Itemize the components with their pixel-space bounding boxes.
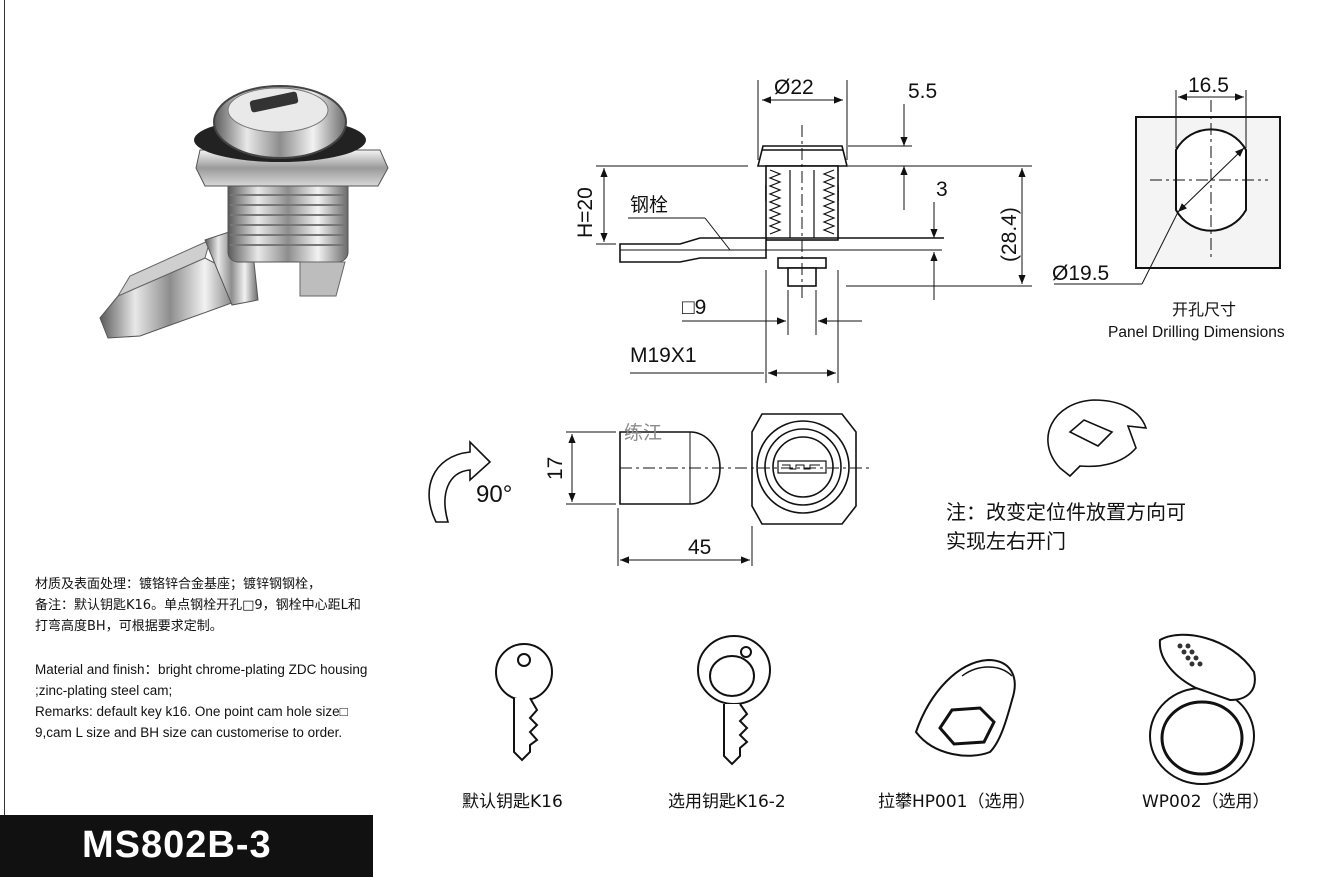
side-view-drawing bbox=[619, 125, 944, 300]
panel-drilling-caption: 开孔尺寸 Panel Drilling Dimensions bbox=[1108, 296, 1319, 342]
panel-drilling-labels: 16.5 Ø19.5 bbox=[1052, 74, 1229, 285]
dim-thread-m19: M19X1 bbox=[630, 344, 697, 367]
dim-square-9: □9 bbox=[682, 296, 706, 319]
panel-drilling-drawing bbox=[1054, 90, 1281, 285]
rotation-90-label: 90° bbox=[476, 481, 512, 508]
spec-cn-line-3: 打弯高度BH，可根据要求定制。 bbox=[35, 619, 223, 634]
side-view-labels: Ø22 5.5 H=20 钢栓 3 (28.4) □9 M19X1 bbox=[574, 76, 1021, 367]
dim-3: 3 bbox=[936, 178, 948, 201]
cam-label: 钢栓 bbox=[630, 194, 668, 216]
dim-16-5: 16.5 bbox=[1188, 74, 1229, 97]
spec-en-line-1: Material and finish：bright chrome-platin… bbox=[35, 662, 368, 677]
accessory-key-k16-2 bbox=[697, 635, 771, 766]
dim-17: 17 bbox=[544, 457, 567, 480]
dim-5-5: 5.5 bbox=[908, 80, 937, 103]
spec-en-line-4: 9,cam L size and BH size can customerise… bbox=[35, 725, 343, 740]
panel-caption-cn: 开孔尺寸 bbox=[1172, 300, 1237, 319]
dim-45: 45 bbox=[688, 536, 711, 559]
positioning-note: 注：改变定位件放置方向可 实现左右开门 bbox=[946, 498, 1276, 556]
accessory-label-k16-2: 选用钥匙K16-2 bbox=[668, 792, 786, 812]
accessory-label-hp001: 拉攀HP001（选用） bbox=[878, 792, 1036, 812]
front-view-drawing bbox=[428, 413, 870, 566]
watermark-text: 练江 bbox=[624, 422, 663, 444]
accessory-label-k16: 默认钥匙K16 bbox=[462, 792, 563, 812]
spec-cn-line-1: 材质及表面处理：镀铬锌合金基座；镀锌钢钢栓， bbox=[35, 577, 322, 592]
model-banner: MS802B-3 bbox=[0, 815, 373, 877]
spec-text-block: 材质及表面处理：镀铬锌合金基座；镀锌钢钢栓， 备注：默认钥匙K16。单点钢栓开孔… bbox=[35, 574, 457, 743]
dim-height-20: H=20 bbox=[574, 187, 597, 238]
note-line-2: 实现左右开门 bbox=[946, 529, 1066, 553]
accessory-pull-handle bbox=[914, 658, 1016, 757]
front-view-labels: 17 90° 45 bbox=[476, 457, 711, 559]
positioning-part-drawing bbox=[1047, 399, 1148, 478]
accessory-key-k16 bbox=[495, 643, 553, 762]
spec-en-line-3: Remarks: default key k16. One point cam … bbox=[35, 704, 348, 719]
panel-caption-en: Panel Drilling Dimensions bbox=[1108, 324, 1285, 341]
note-line-1: 注：改变定位件放置方向可 bbox=[946, 500, 1186, 524]
frame-left-border bbox=[4, 0, 5, 815]
model-number: MS802B-3 bbox=[82, 824, 272, 866]
accessory-dust-cover bbox=[1149, 633, 1256, 785]
product-photo bbox=[99, 85, 389, 339]
side-view-dimensions bbox=[596, 80, 1032, 383]
spec-cn-line-2: 备注：默认钥匙K16。单点钢栓开孔□9，钢栓中心距L和 bbox=[35, 598, 361, 613]
spec-en-line-2: ;zinc-plating steel cam; bbox=[35, 683, 173, 698]
accessory-label-wp002: WP002（选用） bbox=[1142, 792, 1270, 812]
dim-diameter-19-5: Ø19.5 bbox=[1052, 262, 1109, 285]
dim-diameter-22: Ø22 bbox=[774, 76, 814, 99]
dim-28-4: (28.4) bbox=[998, 207, 1021, 262]
